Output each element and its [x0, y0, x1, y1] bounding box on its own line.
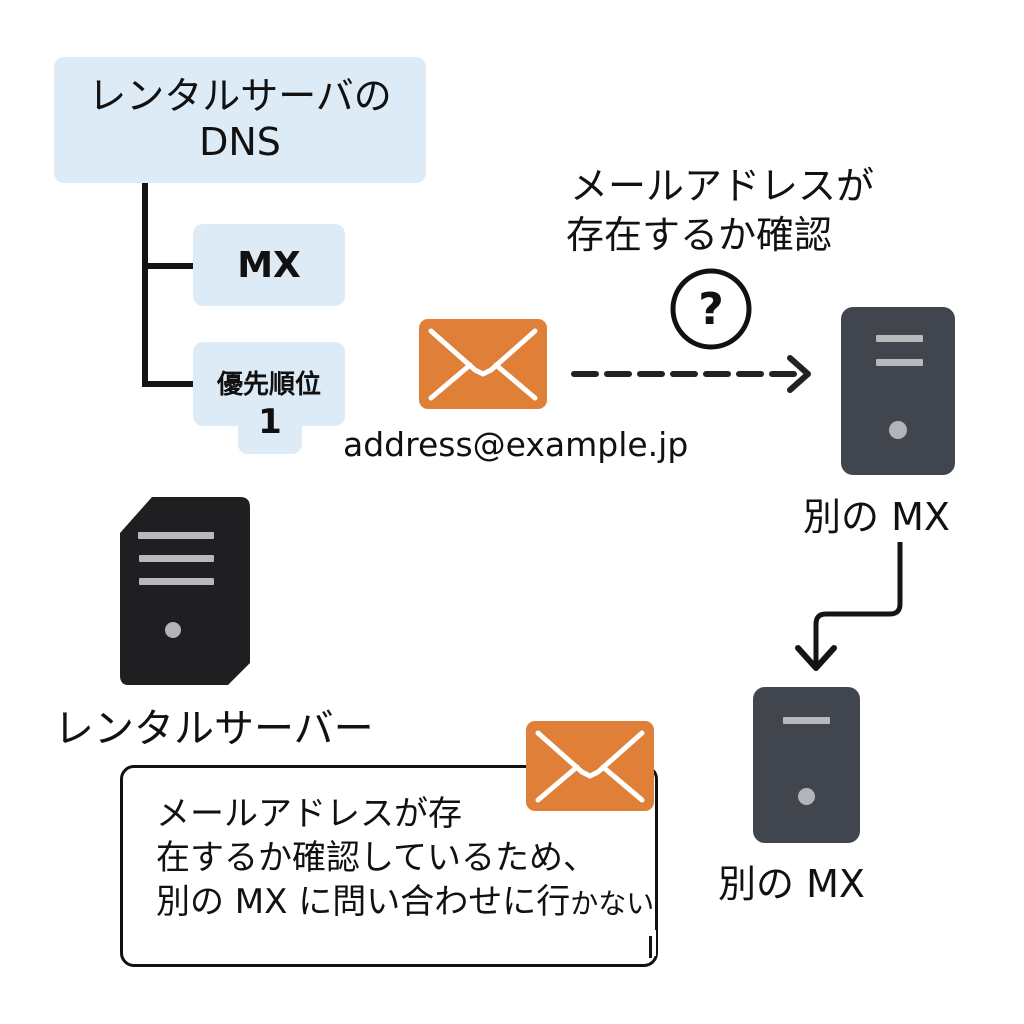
callout-gap — [600, 930, 656, 956]
tree-connector-priority — [142, 381, 194, 387]
envelope-icon — [419, 319, 547, 409]
rental-server-icon — [120, 497, 250, 685]
svg-text:?: ? — [698, 284, 724, 335]
callout-line1: メールアドレスが存 — [156, 794, 462, 834]
email-address: address@example.jp — [343, 425, 689, 464]
callout-edge — [649, 936, 652, 958]
bent-arrow — [795, 542, 903, 671]
priority-record-box: 優先順位 — [193, 342, 345, 426]
check-caption-line1: メールアドレスが — [570, 164, 875, 208]
priority-value: 1 — [258, 402, 282, 442]
server-power-button — [889, 421, 907, 439]
callout-line3: 別の MX に問い合わせに行かない — [156, 880, 654, 926]
dns-title-line1: レンタルサーバの — [88, 74, 392, 119]
dns-box: レンタルサーバの DNS — [54, 57, 426, 183]
callout-text: メールアドレスが存 在するか確認しているため、 別の MX に問い合わせに行かな… — [156, 792, 654, 926]
other-mx-2-label: 別の MX — [718, 862, 865, 906]
question-circle-icon: ? — [670, 268, 752, 350]
server-power-button — [798, 788, 815, 805]
other-mx-1-label: 別の MX — [803, 495, 950, 539]
tree-connector-mx — [142, 263, 194, 269]
dns-title-line2: DNS — [199, 120, 281, 164]
mx-record-box: MX — [193, 224, 345, 306]
other-mx-server-1 — [841, 307, 955, 475]
envelope-icon — [526, 721, 654, 811]
server-slot — [876, 359, 923, 366]
tree-connector-vertical — [142, 183, 148, 387]
mx-record-label: MX — [237, 244, 301, 286]
server-slot — [876, 335, 923, 342]
other-mx-server-2 — [753, 687, 860, 843]
priority-label: 優先順位 — [216, 370, 321, 400]
callout-line2: 在するか確認しているため、 — [156, 838, 597, 878]
rental-server-label: レンタルサーバー — [54, 706, 374, 752]
callout-line3-small: かない — [570, 887, 655, 920]
check-caption-line2: 存在するか確認 — [566, 213, 833, 257]
callout-line3-main: 別の MX に問い合わせに行 — [156, 882, 571, 922]
server-slot — [783, 717, 830, 724]
dashed-arrow — [571, 355, 811, 393]
